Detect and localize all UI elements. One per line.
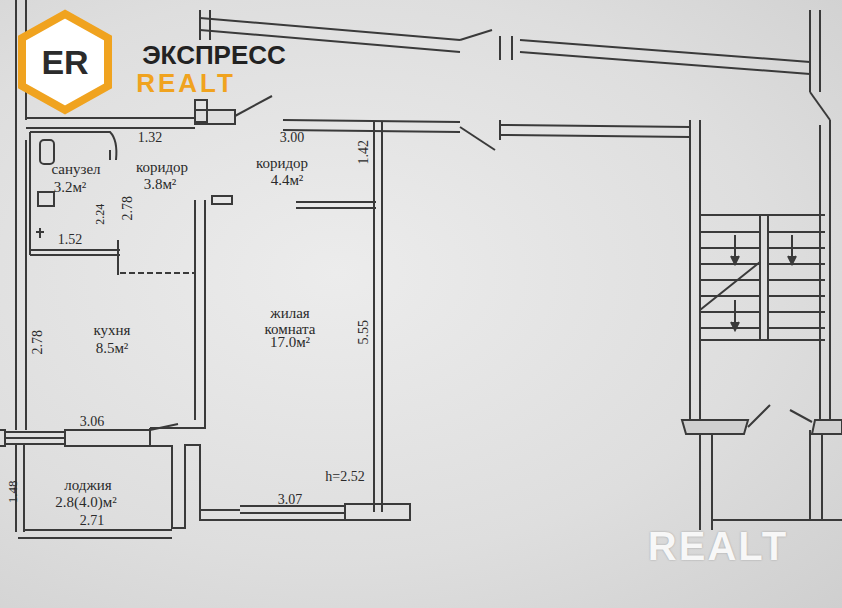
room-name: коридор: [256, 156, 308, 172]
room-area: 3.8м²: [144, 177, 177, 193]
dimension: 1.32: [138, 131, 163, 146]
dimension: 2.71: [80, 514, 105, 529]
room-name: жилая комната: [250, 306, 330, 338]
room-area: 8.5м²: [96, 341, 129, 357]
ceiling-height: h=2.52: [325, 470, 364, 485]
room-area: 2.8(4.0)м²: [55, 495, 116, 511]
room-name: лоджия: [64, 478, 111, 494]
dimension: 3.06: [80, 415, 105, 430]
room-name: коридор: [136, 160, 188, 176]
dimension: 5.55: [357, 320, 372, 345]
logo-mark: [22, 14, 108, 110]
room-area: 4.4м²: [271, 173, 304, 189]
room-area: 3.2м²: [54, 180, 87, 196]
dimension: 2.24: [94, 204, 107, 225]
dimension: 1.52: [58, 233, 83, 248]
dimension: 3.00: [280, 131, 305, 146]
watermark: REALT: [648, 525, 788, 567]
dimension: 2.78: [121, 196, 136, 221]
logo-mark: ER: [41, 45, 88, 81]
logo-text: ЭКСПРЕСС: [142, 42, 286, 69]
room-area: 17.0м²: [270, 335, 310, 351]
room-name: кухня: [93, 323, 130, 339]
dimension: 2.78: [31, 330, 46, 355]
logo-text: REALT: [136, 70, 236, 97]
room-name: санузел: [51, 162, 100, 178]
dimension: 1.48: [5, 481, 19, 504]
dimension: 3.07: [278, 493, 303, 508]
dimension: 1.42: [357, 140, 372, 165]
